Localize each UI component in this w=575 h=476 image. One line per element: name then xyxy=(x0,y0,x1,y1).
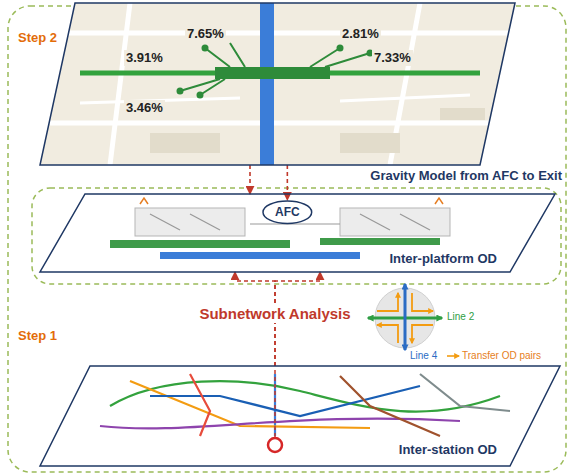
line-2-track xyxy=(80,71,480,76)
map-block xyxy=(150,133,220,153)
legend-arrow xyxy=(447,355,459,357)
map-block xyxy=(440,108,485,120)
legend-note: Transfer OD pairs xyxy=(462,350,541,362)
transfer-symbol xyxy=(368,284,459,356)
transfer-arrow xyxy=(377,293,398,311)
exit-share: 2.81% xyxy=(340,26,381,42)
node-label: Inter-platform OD xyxy=(386,251,500,267)
map-road xyxy=(50,3,510,165)
transfer-arrow xyxy=(412,325,433,343)
line-label: Line 4 xyxy=(410,350,437,362)
node-label: Inter-station OD xyxy=(396,442,500,458)
afc-outline xyxy=(263,201,312,223)
node-outline xyxy=(40,3,515,165)
step-region xyxy=(32,188,561,284)
transfer-arrow xyxy=(377,325,398,343)
exit-dot xyxy=(197,92,204,99)
exit-dot xyxy=(177,88,184,95)
metro-line xyxy=(100,419,460,429)
focus-leader xyxy=(274,367,276,437)
illustration xyxy=(50,3,510,165)
plane-border xyxy=(40,194,555,272)
metro-line xyxy=(340,376,440,436)
line-4-axis xyxy=(404,284,407,350)
metro-line xyxy=(150,386,420,416)
plane-fill xyxy=(40,3,515,165)
focus-station xyxy=(268,438,282,452)
illustration xyxy=(110,198,450,259)
node-label: AFC xyxy=(275,205,300,219)
transfer-arrow xyxy=(412,293,433,311)
network-plane: Inter-station OD xyxy=(40,366,560,466)
platform-line4 xyxy=(160,252,360,259)
exit-dot xyxy=(337,45,344,52)
plane-fill xyxy=(40,194,555,272)
map-block xyxy=(340,133,400,153)
platform-line2 xyxy=(320,238,440,245)
exit-dot xyxy=(202,45,209,52)
platform-plane: Inter-platform OD AFC xyxy=(40,194,555,272)
exit-share: 3.46% xyxy=(124,100,165,116)
node-label: Gravity Model from AFC to Exit xyxy=(370,168,562,184)
exit-share: 7.65% xyxy=(185,26,226,42)
exit-leader xyxy=(180,43,370,95)
plane-border xyxy=(40,366,560,466)
metro-line xyxy=(190,374,210,436)
edge-label: Subnetwork Analysis xyxy=(196,305,353,323)
plane-fill xyxy=(40,366,560,466)
exit-share: 3.91% xyxy=(124,50,165,66)
concourse xyxy=(340,208,450,236)
map-plane: Gravity Model from AFC to Exit xyxy=(40,3,515,165)
plane-border xyxy=(40,3,515,165)
step-label: Step 2 xyxy=(18,30,57,46)
exit-share: 7.33% xyxy=(372,50,413,66)
line-label: Line 2 xyxy=(447,311,474,323)
road-band xyxy=(260,3,274,165)
concourse xyxy=(135,208,245,236)
platform-line2 xyxy=(110,240,290,248)
flow-arrow xyxy=(249,165,251,194)
step-label: Step 1 xyxy=(18,328,57,344)
station-platform xyxy=(215,67,330,79)
illustration xyxy=(100,367,510,452)
metro-line xyxy=(420,374,510,411)
afc-ellipse: AFC xyxy=(262,200,313,224)
